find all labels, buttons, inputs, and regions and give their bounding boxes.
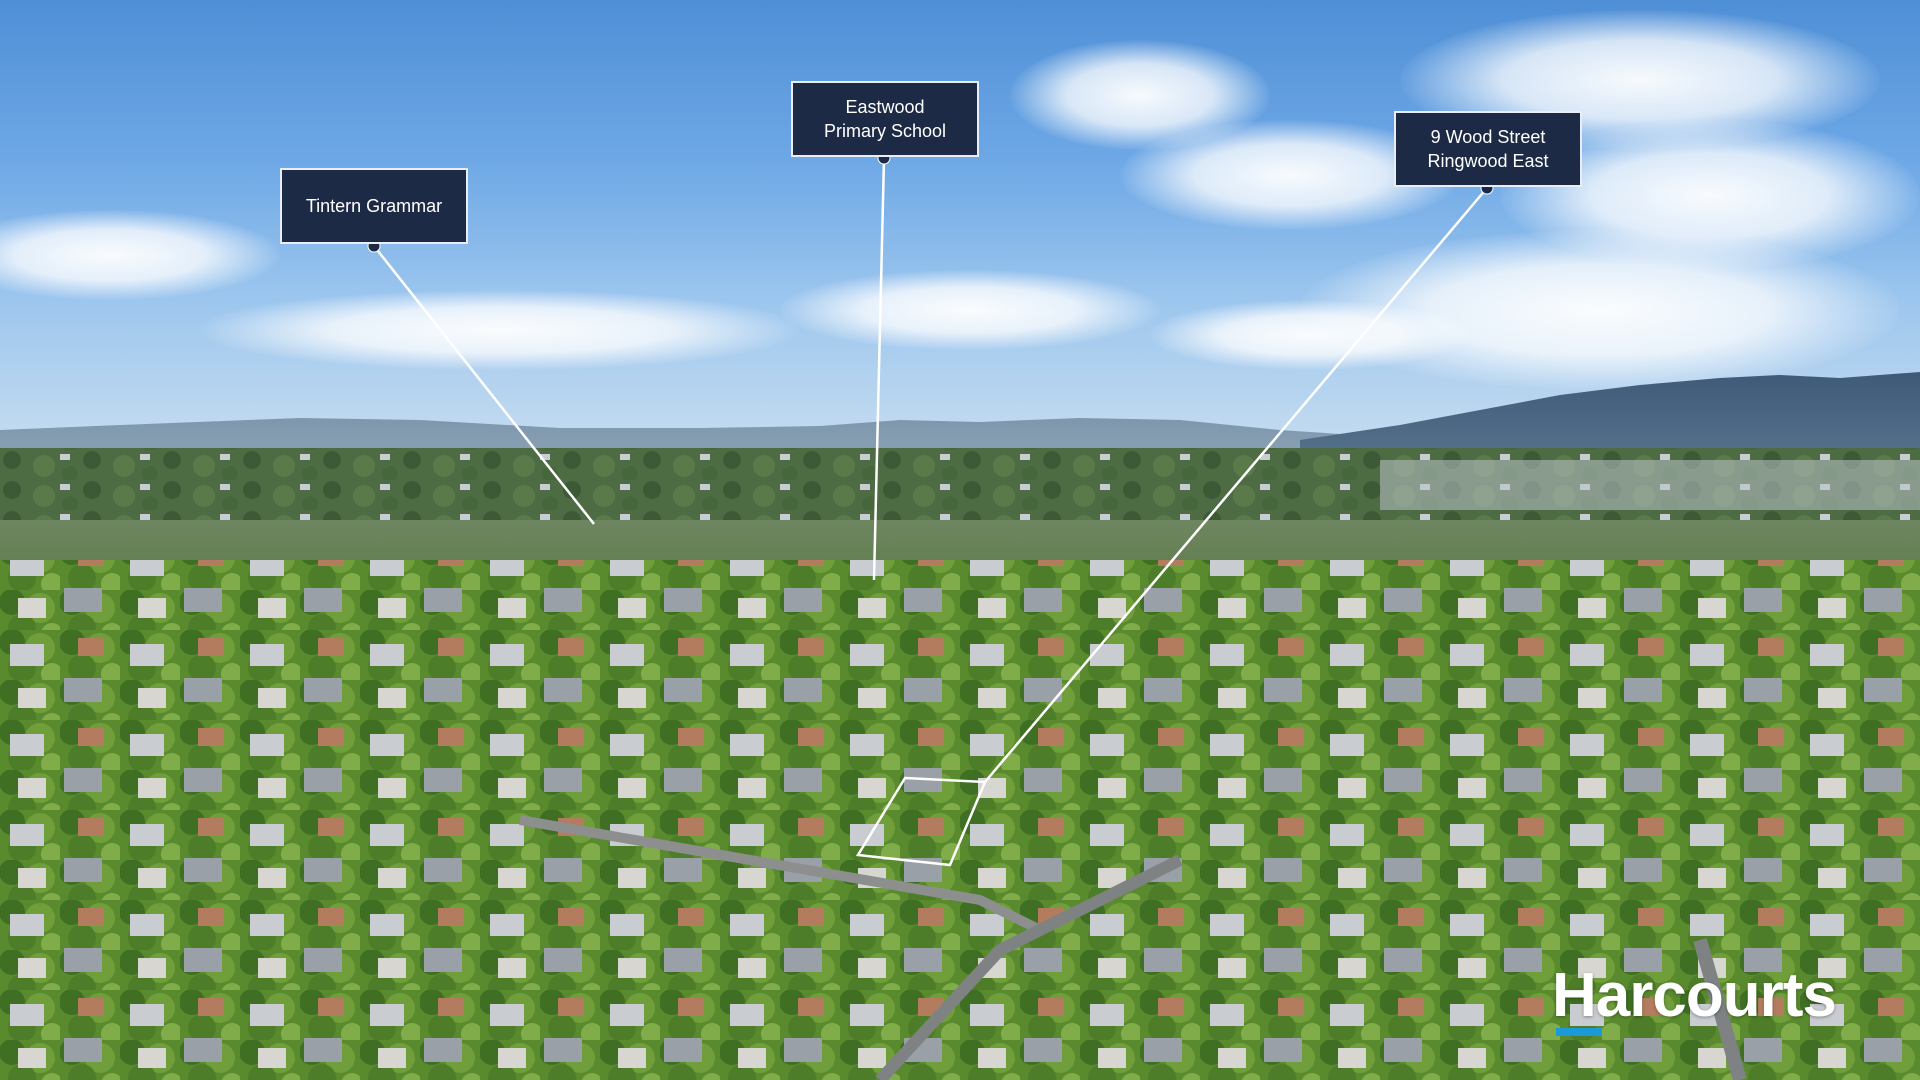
marker-label-text: Primary School [823,121,947,141]
marker-label-text: Tintern Grammar [305,196,443,216]
marker-label-property-address: 9 Wood Street Ringwood East [1394,111,1582,187]
road [519,815,1043,935]
road [875,854,1183,1080]
marker-label-text: Eastwood [845,97,925,117]
marker-label-eastwood-primary-school: Eastwood Primary School [791,81,979,157]
marker-label-text: Ringwood East [1427,151,1549,171]
property-boundary [855,776,987,867]
harcourts-logo-accent [1556,1028,1602,1036]
marker-label-text: 9 Wood Street [1430,127,1546,147]
road [1693,938,1747,1080]
harcourts-logo: Harcourts [1552,961,1837,1030]
cloud [0,210,280,300]
marker-label-tintern-grammar: Tintern Grammar [280,168,468,244]
distant-town [1380,460,1920,510]
